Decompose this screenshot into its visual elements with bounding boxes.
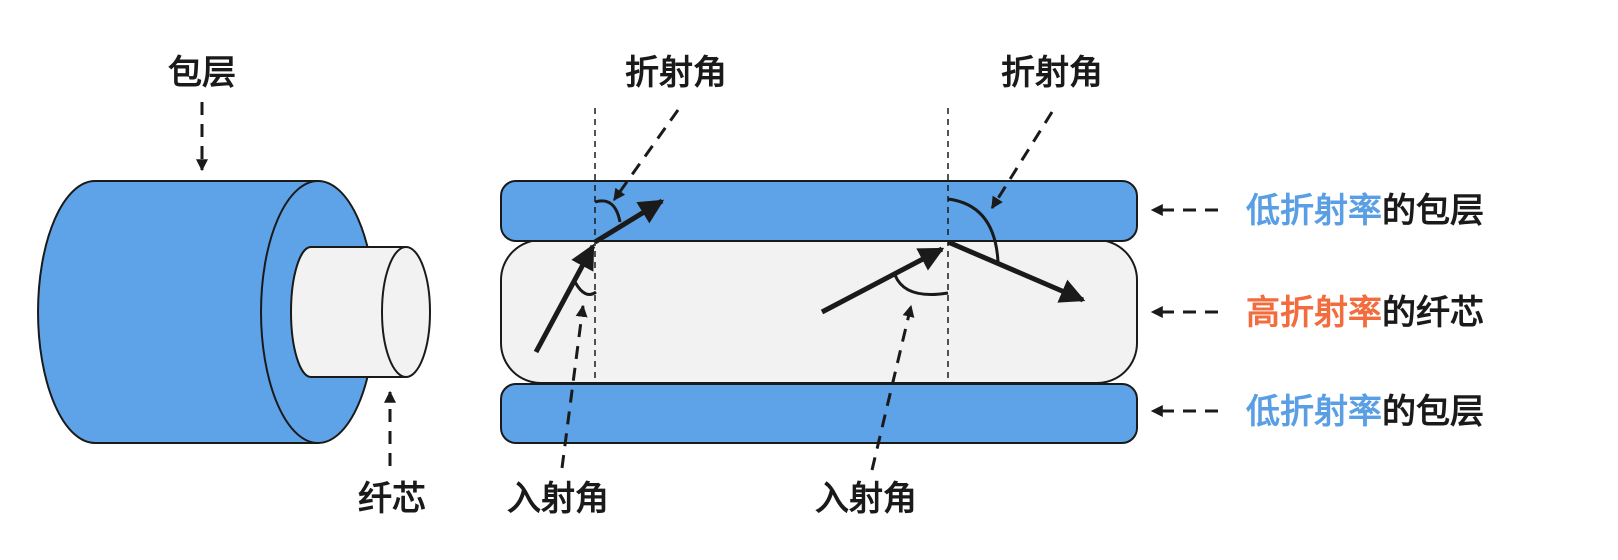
fiber-cross-section	[500, 180, 1138, 444]
refracted-ray-1	[593, 198, 665, 245]
refraction-angle-arc-2	[947, 197, 1000, 263]
legend-top-cladding-highlight: 低折射率	[1246, 191, 1382, 231]
legend-top-cladding: 低折射率的包层	[1246, 191, 1484, 231]
core-label: 纤芯	[358, 479, 426, 519]
legend-bottom-cladding-rest: 的包层	[1382, 392, 1484, 432]
core-layer	[500, 239, 1138, 384]
refraction-angle-pointer-2	[990, 111, 1054, 210]
top-cladding-layer	[500, 180, 1138, 242]
legend-bottom-cladding-highlight: 低折射率	[1246, 392, 1382, 432]
refraction-angle-label-1: 折射角	[625, 53, 727, 93]
refraction-angle-label-2: 折射角	[1001, 53, 1103, 93]
incident-angle-label-1: 入射角	[507, 479, 609, 519]
legend-core: 高折射率的纤芯	[1246, 293, 1484, 333]
legend-core-rest: 的纤芯	[1382, 293, 1484, 333]
incident-angle-arc-2	[893, 274, 949, 297]
refraction-angle-pointer-1	[612, 109, 680, 201]
fiber-cylinder-3d	[37, 180, 431, 444]
legend-bottom-cladding: 低折射率的包层	[1246, 392, 1484, 432]
incident-ray-1	[533, 243, 596, 354]
incident-angle-pointer-2	[870, 304, 915, 471]
legend-core-highlight: 高折射率	[1246, 293, 1382, 333]
refraction-angle-arc-1	[594, 199, 622, 223]
incident-angle-pointer-1	[560, 304, 588, 469]
incident-angle-arc-1	[573, 281, 597, 296]
cladding-label: 包层	[168, 53, 236, 93]
incident-angle-label-2: 入射角	[815, 479, 917, 519]
incident-ray-2	[820, 246, 945, 315]
core-end-face	[381, 246, 431, 378]
bottom-cladding-layer	[500, 383, 1138, 444]
legend-top-cladding-rest: 的包层	[1382, 191, 1484, 231]
cladding-cylinder-body	[37, 180, 319, 444]
core-cylinder-body	[290, 246, 407, 378]
reflected-ray-2	[947, 239, 1086, 303]
